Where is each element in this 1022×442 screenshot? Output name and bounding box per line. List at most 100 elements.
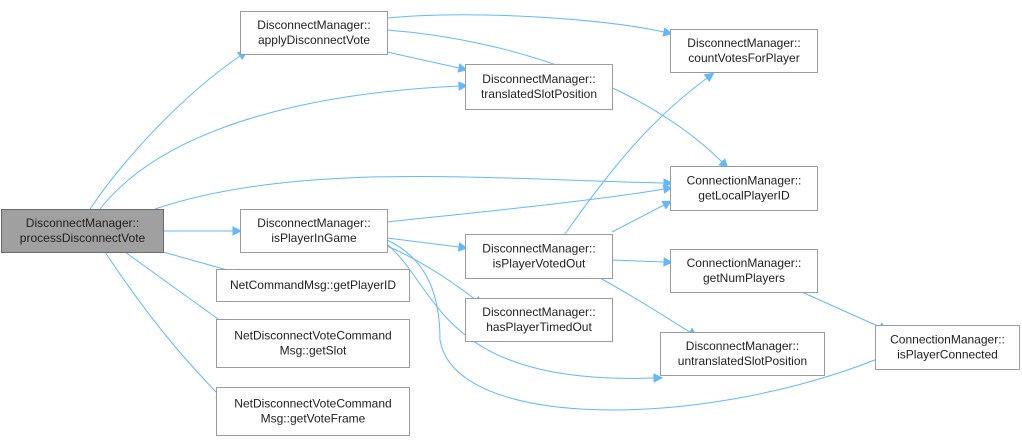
node-label: applyDisconnectVote <box>258 33 370 47</box>
edge-get-num-players-to-is-player-connected <box>794 288 889 332</box>
node-label: DisconnectManager:: <box>257 216 370 230</box>
edge-line <box>611 204 665 233</box>
node-count-votes-for-player[interactable]: DisconnectManager::countVotesForPlayer <box>670 29 818 73</box>
node-label: DisconnectManager:: <box>257 18 370 32</box>
arrow-head <box>662 27 673 37</box>
node-box <box>670 249 818 293</box>
arrow-head <box>457 63 468 73</box>
arrow-head <box>457 242 469 252</box>
node-label: ConnectionManager:: <box>687 174 802 188</box>
edge-line <box>611 259 665 263</box>
node-label: hasPlayerTimedOut <box>486 320 592 334</box>
node-box <box>216 387 410 436</box>
node-label: processDisconnectVote <box>20 231 146 245</box>
node-box <box>216 269 410 302</box>
node-box <box>240 11 388 55</box>
edge-line <box>386 243 655 379</box>
node-label: Msg::getVoteFrame <box>261 412 366 426</box>
node-label: DisconnectManager:: <box>482 305 595 319</box>
edge-line <box>386 237 460 248</box>
edge-process-disconnect-vote-to-is-player-in-game <box>163 226 243 236</box>
node-box <box>216 319 410 368</box>
edge-process-disconnect-vote-to-get-slot <box>124 251 233 330</box>
node-box <box>465 234 613 279</box>
node-box <box>240 209 388 253</box>
edge-line <box>99 85 460 210</box>
node-is-player-in-game[interactable]: DisconnectManager::isPlayerInGame <box>240 209 388 253</box>
node-label: getLocalPlayerID <box>698 189 790 203</box>
node-label: isPlayerInGame <box>271 231 357 245</box>
arrow-head <box>662 184 673 194</box>
edge-line <box>386 51 460 69</box>
node-label: getNumPlayers <box>703 271 785 285</box>
node-box <box>875 325 1020 370</box>
edge-is-player-voted-out-to-count-votes-for-player <box>564 72 715 235</box>
node-is-player-connected[interactable]: ConnectionManager::isPlayerConnected <box>875 325 1020 370</box>
node-label: DisconnectManager:: <box>26 216 139 230</box>
edge-line <box>599 277 691 333</box>
node-label: DisconnectManager:: <box>686 339 799 353</box>
edge-line <box>386 245 477 301</box>
node-get-player-id[interactable]: NetCommandMsg::getPlayerID <box>216 269 410 302</box>
node-label: isPlayerConnected <box>897 348 998 362</box>
edge-line <box>124 251 226 325</box>
edge-line <box>104 251 220 396</box>
node-apply-disconnect-vote[interactable]: DisconnectManager::applyDisconnectVote <box>240 11 388 55</box>
node-box <box>660 332 825 376</box>
node-get-local-player-id[interactable]: ConnectionManager::getLocalPlayerID <box>670 166 818 211</box>
node-box <box>465 64 613 110</box>
node-label: ConnectionManager:: <box>890 333 1005 347</box>
node-label: ConnectionManager:: <box>687 256 802 270</box>
node-label: NetCommandMsg::getPlayerID <box>230 278 396 292</box>
edge-is-player-in-game-to-get-local-player-id <box>386 184 673 223</box>
node-label: Msg::getSlot <box>280 344 347 358</box>
arrow-head <box>703 72 715 83</box>
node-label: NetDisconnectVoteCommand <box>234 397 391 411</box>
node-label: isPlayerVotedOut <box>493 257 586 271</box>
edge-line <box>564 77 708 235</box>
edge-line <box>89 55 241 210</box>
edge-line <box>386 239 881 411</box>
edge-line <box>386 188 665 223</box>
edge-process-disconnect-vote-to-get-vote-frame <box>104 251 226 402</box>
edge-is-player-voted-out-to-get-num-players <box>611 257 674 267</box>
edge-line <box>794 288 881 328</box>
node-label: NetDisconnectVoteCommand <box>234 329 391 343</box>
node-get-num-players[interactable]: ConnectionManager::getNumPlayers <box>670 249 818 293</box>
arrow-head <box>458 81 469 91</box>
call-graph-nodes: DisconnectManager::processDisconnectVote… <box>1 11 1020 436</box>
edge-process-disconnect-vote-to-translated-slot-position <box>99 81 469 210</box>
node-is-player-voted-out[interactable]: DisconnectManager::isPlayerVotedOut <box>465 234 613 279</box>
node-translated-slot-position[interactable]: DisconnectManager::translatedSlotPositio… <box>465 64 613 110</box>
node-box <box>670 29 818 73</box>
edge-apply-disconnect-vote-to-count-votes-for-player <box>386 14 673 37</box>
edge-is-player-voted-out-to-get-local-player-id <box>611 200 673 233</box>
node-box <box>465 298 613 342</box>
node-label: countVotesForPlayer <box>688 51 799 65</box>
edge-apply-disconnect-vote-to-translated-slot-position <box>386 51 468 73</box>
node-has-player-timed-out[interactable]: DisconnectManager::hasPlayerTimedOut <box>465 298 613 342</box>
arrow-head <box>232 226 243 236</box>
arrow-head <box>653 373 664 383</box>
node-process-disconnect-vote[interactable]: DisconnectManager::processDisconnectVote <box>1 209 164 253</box>
node-label: DisconnectManager:: <box>482 72 595 86</box>
edge-is-player-in-game-to-untranslated-slot-position <box>386 243 664 383</box>
edge-line <box>386 14 665 33</box>
edge-is-player-in-game-to-is-player-voted-out <box>386 237 469 252</box>
node-box <box>1 209 164 253</box>
node-untranslated-slot-position[interactable]: DisconnectManager::untranslatedSlotPosit… <box>660 332 825 376</box>
node-label: DisconnectManager:: <box>482 242 595 256</box>
edge-line <box>154 175 665 210</box>
arrow-head <box>663 178 674 188</box>
node-label: untranslatedSlotPosition <box>678 354 807 368</box>
arrow-head <box>661 200 673 210</box>
edge-process-disconnect-vote-to-get-local-player-id <box>154 175 674 210</box>
node-label: translatedSlotPosition <box>481 87 597 101</box>
node-label: DisconnectManager:: <box>687 36 800 50</box>
node-get-vote-frame[interactable]: NetDisconnectVoteCommandMsg::getVoteFram… <box>216 387 410 436</box>
edge-process-disconnect-vote-to-apply-disconnect-vote <box>89 50 248 210</box>
node-box <box>670 166 818 211</box>
arrow-head <box>663 257 674 267</box>
